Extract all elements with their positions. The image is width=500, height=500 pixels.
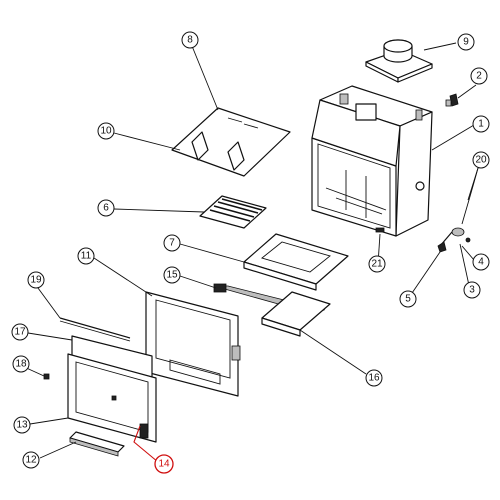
svg-text:18: 18 [15, 359, 27, 370]
part-6-grate [199, 195, 267, 229]
callout-6: 6 [97, 199, 115, 217]
callout-4: 4 [472, 253, 490, 271]
svg-text:3: 3 [469, 285, 475, 296]
svg-text:1: 1 [478, 119, 484, 130]
part-9-flue-collar [365, 39, 433, 83]
svg-text:2: 2 [476, 71, 482, 82]
callout-8: 8 [181, 31, 199, 49]
svg-text:6: 6 [103, 203, 109, 214]
part-11-door-frame [145, 291, 241, 397]
callout-21: 21 [368, 255, 386, 273]
callout-19: 19 [27, 271, 45, 289]
callout-10: 10 [97, 122, 115, 140]
svg-text:8: 8 [187, 35, 193, 46]
svg-text:9: 9 [463, 37, 469, 48]
svg-text:15: 15 [166, 270, 178, 281]
svg-text:5: 5 [405, 294, 411, 305]
callout-20: 20 [472, 151, 490, 169]
part-20-control [437, 167, 479, 253]
part-16-ash-pan [261, 291, 331, 337]
svg-text:10: 10 [100, 126, 112, 137]
svg-text:21: 21 [371, 259, 383, 270]
callout-17: 17 [11, 323, 29, 341]
svg-text:12: 12 [25, 455, 37, 466]
svg-text:16: 16 [368, 373, 380, 384]
callout-14: 14 [154, 454, 174, 474]
svg-text:17: 17 [14, 327, 26, 338]
svg-text:4: 4 [478, 257, 484, 268]
part-1-firebox [311, 85, 433, 237]
svg-text:13: 13 [16, 420, 28, 431]
part-2-bracket [445, 93, 459, 107]
part-13-door [67, 353, 157, 443]
callout-9: 9 [457, 33, 475, 51]
part-12-bottom-trim [69, 431, 125, 457]
part-19-gasket [59, 317, 131, 342]
callout-7: 7 [163, 234, 181, 252]
svg-text:19: 19 [30, 275, 42, 286]
callout-13: 13 [13, 416, 31, 434]
part-18-fastener [43, 373, 50, 380]
part-8-baffle [171, 107, 291, 177]
callout-16: 16 [365, 369, 383, 387]
callout-12: 12 [22, 451, 40, 469]
svg-text:7: 7 [169, 238, 175, 249]
svg-text:14: 14 [158, 459, 170, 470]
callout-1: 1 [472, 115, 490, 133]
svg-text:11: 11 [81, 251, 92, 262]
callout-15: 15 [163, 266, 181, 284]
callout-18: 18 [12, 355, 30, 373]
svg-text:20: 20 [475, 155, 487, 166]
callout-2: 2 [470, 67, 488, 85]
callout-11: 11 [77, 247, 95, 265]
callout-5: 5 [399, 290, 417, 308]
callout-3: 3 [463, 281, 481, 299]
part-7-hearth-tray [243, 233, 349, 291]
